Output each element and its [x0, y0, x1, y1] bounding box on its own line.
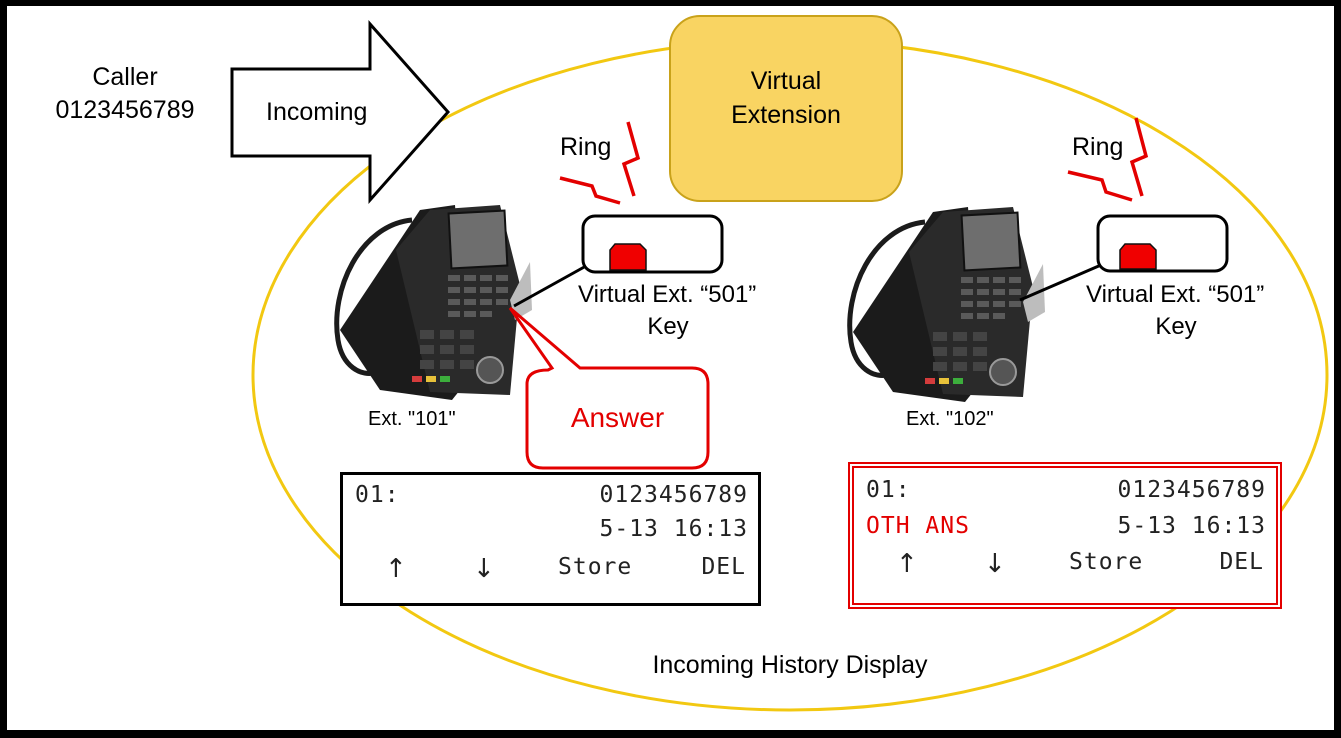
key-label-right-line1: Virtual Ext. “501” [1086, 281, 1265, 308]
line-key-icon-left [581, 214, 724, 274]
ext-label-right: Ext. "102" [906, 408, 994, 430]
display-right-up-arrow[interactable]: ↑ [896, 549, 919, 579]
virtual-extension-line2: Extension [731, 101, 841, 129]
display-right-datetime: 5-13 16:13 [1117, 513, 1266, 539]
ring-label-right: Ring [1072, 133, 1124, 161]
display-left-datetime: 5-13 16:13 [599, 516, 748, 542]
display-right-down-arrow[interactable]: ↓ [984, 549, 1007, 579]
lightning-ring-icon-left [559, 121, 641, 205]
desk-phone-icon-left [334, 205, 532, 400]
display-left-number: 0123456789 [599, 482, 748, 508]
key-connector-left [513, 264, 587, 308]
incoming-history-display-left: 01: 0123456789 5-13 16:13 ↑ ↓ Store DEL [340, 472, 761, 606]
ext-label-left: Ext. "101" [368, 408, 456, 430]
display-right-number: 0123456789 [1117, 477, 1266, 503]
virtual-extension-box [669, 15, 903, 202]
line-key-led-right [1119, 243, 1157, 270]
display-left-up-arrow[interactable]: ↑ [385, 554, 408, 584]
display-right-del-softkey[interactable]: DEL [1219, 549, 1264, 575]
caller-number: 0123456789 [55, 96, 195, 124]
answer-label: Answer [570, 402, 665, 433]
ring-label-left: Ring [560, 133, 612, 161]
line-key-icon-right [1096, 214, 1229, 273]
key-label-left-line2: Key [647, 313, 689, 340]
key-connector-right [1019, 263, 1102, 302]
display-left-index: 01: [355, 482, 400, 508]
caller-label: Caller [92, 63, 158, 91]
virtual-extension-line1: Virtual [750, 67, 822, 95]
lightning-ring-icon-right [1067, 117, 1149, 202]
desk-phone-icon-right [847, 207, 1045, 402]
key-label-left-line1: Virtual Ext. “501” [578, 281, 757, 308]
incoming-history-display-right: 01: 0123456789 OTH ANS 5-13 16:13 ↑ ↓ St… [848, 462, 1282, 609]
display-right-status: OTH ANS [866, 513, 970, 539]
display-left-down-arrow[interactable]: ↓ [473, 554, 496, 584]
display-left-store-softkey[interactable]: Store [558, 554, 633, 580]
display-right-index: 01: [866, 477, 911, 503]
display-left-del-softkey[interactable]: DEL [701, 554, 746, 580]
incoming-history-caption: Incoming History Display [652, 651, 928, 679]
line-key-led-left [609, 243, 647, 271]
incoming-arrow-shape [230, 20, 451, 204]
key-label-right-line2: Key [1155, 313, 1197, 340]
incoming-label: Incoming [266, 98, 368, 126]
display-right-store-softkey[interactable]: Store [1069, 549, 1144, 575]
answer-callout-shape [508, 306, 710, 470]
